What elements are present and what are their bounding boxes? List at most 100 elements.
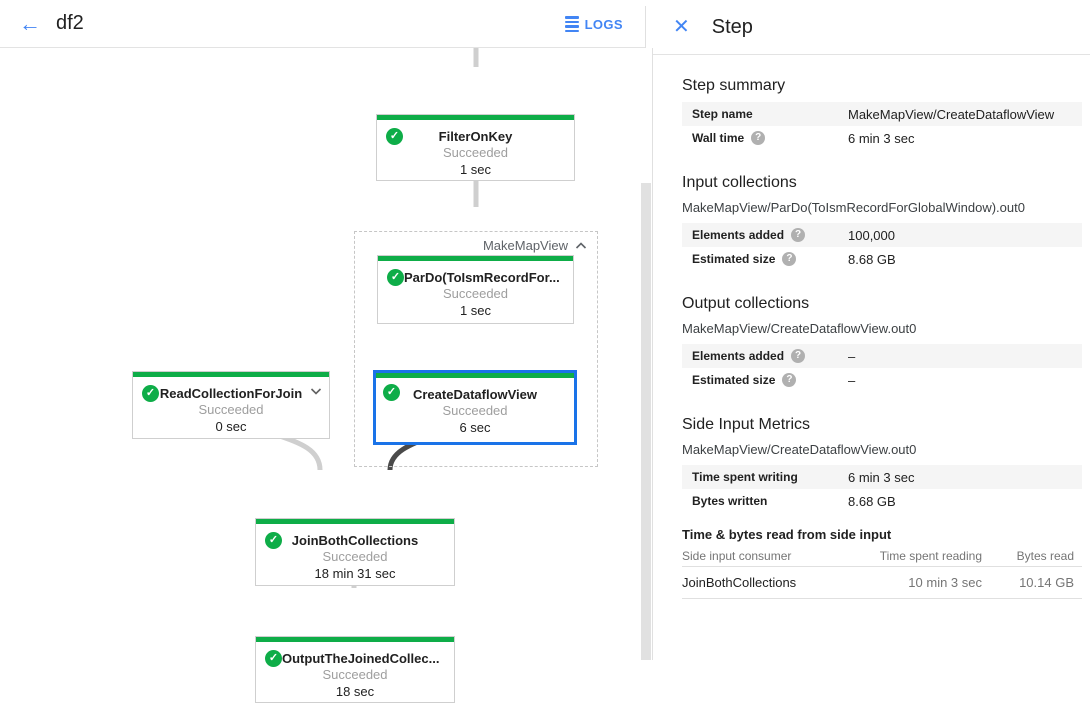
row-value: 8.68 GB bbox=[848, 493, 896, 509]
node-status: Succeeded bbox=[442, 403, 508, 418]
node-readcollectionforjoin[interactable]: ✓ ReadCollectionForJoin Succeeded 0 sec bbox=[132, 371, 330, 439]
node-status: Succeeded bbox=[322, 667, 388, 682]
node-title: JoinBothCollections bbox=[291, 533, 419, 548]
node-time: 6 sec bbox=[459, 420, 491, 435]
node-status-bar bbox=[256, 519, 454, 524]
back-arrow-icon[interactable]: ← bbox=[16, 10, 44, 38]
close-icon[interactable]: ✕ bbox=[673, 16, 690, 38]
node-status: Succeeded bbox=[322, 549, 388, 564]
job-header: ← df2 LOGS bbox=[0, 0, 645, 48]
output-collections-rows: Elements added? – Estimated size? – bbox=[682, 344, 1082, 392]
cell-side-input-consumer: JoinBothCollections bbox=[682, 575, 797, 590]
panel-divider bbox=[652, 48, 653, 660]
row-estimated-size: Estimated size? 8.68 GB bbox=[682, 247, 1082, 271]
col-header-time-spent-reading: Time spent reading bbox=[879, 548, 982, 563]
col-header-side-input-consumer: Side input consumer bbox=[682, 548, 792, 563]
row-value: MakeMapView/CreateDataflowView bbox=[848, 106, 1055, 122]
help-icon[interactable]: ? bbox=[782, 373, 797, 387]
row-label: Estimated size? bbox=[692, 373, 848, 387]
cell-time-spent-reading: 10 min 3 sec bbox=[908, 575, 982, 590]
side-input-table: Side input consumer Time spent reading B… bbox=[682, 545, 1082, 599]
col-header-bytes-read: Bytes read bbox=[1016, 548, 1074, 563]
table-header-row: Side input consumer Time spent reading B… bbox=[682, 545, 1082, 567]
header-divider bbox=[645, 6, 646, 48]
logs-button-label: LOGS bbox=[584, 16, 623, 32]
node-status: Succeeded bbox=[198, 402, 264, 417]
node-status-bar bbox=[133, 372, 329, 377]
row-wall-time: Wall time? 6 min 3 sec bbox=[682, 126, 1082, 150]
input-collection-name: MakeMapView/ParDo(ToIsmRecordForGlobalWi… bbox=[682, 200, 1025, 215]
help-icon[interactable]: ? bbox=[782, 252, 797, 266]
success-check-icon: ✓ bbox=[387, 269, 404, 286]
node-pardo-toismrecord[interactable]: ✓ ParDo(ToIsmRecordFor... Succeeded 1 se… bbox=[377, 255, 574, 324]
node-time: 18 min 31 sec bbox=[314, 566, 396, 581]
row-value: 100,000 bbox=[848, 227, 895, 243]
chevron-down-icon[interactable] bbox=[310, 387, 322, 396]
chevron-up-icon bbox=[575, 242, 587, 249]
node-time: 1 sec bbox=[459, 303, 492, 318]
node-outputthejoinedcollection[interactable]: ✓ OutputTheJoinedCollec... Succeeded 18 … bbox=[255, 636, 455, 703]
success-check-icon: ✓ bbox=[386, 128, 403, 145]
help-icon[interactable]: ? bbox=[791, 228, 806, 242]
row-label: Bytes written bbox=[692, 494, 768, 508]
row-elements-added: Elements added? 100,000 bbox=[682, 223, 1082, 247]
node-status-bar bbox=[376, 373, 574, 378]
help-icon[interactable]: ? bbox=[791, 349, 806, 363]
row-label: Step name bbox=[692, 107, 753, 121]
node-title: CreateDataflowView bbox=[412, 387, 538, 402]
section-heading-input-collections: Input collections bbox=[682, 174, 797, 191]
table-row-joinbothcollections: JoinBothCollections 10 min 3 sec 10.14 G… bbox=[682, 567, 1082, 599]
row-label: Elements added? bbox=[692, 349, 848, 363]
node-time: 0 sec bbox=[215, 419, 247, 434]
logs-button[interactable]: LOGS bbox=[564, 0, 623, 48]
node-status-bar bbox=[377, 115, 574, 120]
row-elements-added: Elements added? – bbox=[682, 344, 1082, 368]
job-title: df2 bbox=[56, 12, 84, 34]
step-details-panel: ✕ Step Step summary Step name MakeMapVie… bbox=[653, 0, 1090, 660]
graph-scrollbar-thumb[interactable] bbox=[641, 183, 651, 660]
job-graph-canvas[interactable]: MakeMapView ✓ FilterOnKey Succeeded 1 se… bbox=[0, 48, 652, 703]
row-bytes-written: Bytes written 8.68 GB bbox=[682, 489, 1082, 513]
row-value: 6 min 3 sec bbox=[848, 469, 915, 485]
help-icon[interactable]: ? bbox=[751, 131, 766, 145]
row-value: – bbox=[848, 348, 856, 364]
cell-bytes-read: 10.14 GB bbox=[1019, 575, 1074, 590]
node-filteronkey[interactable]: ✓ FilterOnKey Succeeded 1 sec bbox=[376, 114, 575, 181]
step-panel-body: Step summary Step name MakeMapView/Creat… bbox=[653, 77, 1090, 599]
node-title: ReadCollectionForJoin bbox=[159, 386, 303, 401]
node-createdataflowview[interactable]: ✓ CreateDataflowView Succeeded 6 sec bbox=[373, 370, 577, 445]
node-joinbothcollections[interactable]: ✓ JoinBothCollections Succeeded 18 min 3… bbox=[255, 518, 455, 586]
node-time: 1 sec bbox=[459, 162, 492, 177]
node-status-bar bbox=[378, 256, 573, 261]
section-heading-step-summary: Step summary bbox=[682, 77, 786, 94]
node-time: 18 sec bbox=[335, 684, 375, 699]
step-summary-rows: Step name MakeMapView/CreateDataflowView… bbox=[682, 102, 1082, 150]
side-input-metrics-rows: Time spent writing 6 min 3 sec Bytes wri… bbox=[682, 465, 1082, 513]
row-value: 6 min 3 sec bbox=[848, 130, 915, 146]
node-status: Succeeded bbox=[442, 286, 509, 301]
success-check-icon: ✓ bbox=[265, 532, 282, 549]
group-label: MakeMapView bbox=[482, 238, 568, 253]
step-panel-header: ✕ Step bbox=[653, 0, 1090, 55]
node-status: Succeeded bbox=[442, 145, 509, 160]
logs-list-icon bbox=[564, 16, 579, 32]
section-heading-output-collections: Output collections bbox=[682, 295, 810, 312]
group-makemapview-toggle[interactable]: MakeMapView bbox=[483, 238, 587, 253]
row-value: 8.68 GB bbox=[848, 251, 896, 267]
row-label: Wall time? bbox=[692, 131, 848, 145]
success-check-icon: ✓ bbox=[142, 385, 159, 402]
group-makemapview: MakeMapView bbox=[354, 231, 598, 467]
output-collection-name: MakeMapView/CreateDataflowView.out0 bbox=[682, 321, 917, 336]
row-label: Time spent writing bbox=[692, 470, 798, 484]
step-panel-title: Step bbox=[711, 15, 753, 38]
success-check-icon: ✓ bbox=[383, 384, 400, 401]
node-status-bar bbox=[256, 637, 454, 642]
row-step-name: Step name MakeMapView/CreateDataflowView bbox=[682, 102, 1082, 126]
row-label: Estimated size? bbox=[692, 252, 848, 266]
node-title: FilterOnKey bbox=[438, 129, 513, 144]
row-estimated-size: Estimated size? – bbox=[682, 368, 1082, 392]
node-title: OutputTheJoinedCollec... bbox=[282, 651, 440, 666]
input-collections-rows: Elements added? 100,000 Estimated size? … bbox=[682, 223, 1082, 271]
section-heading-side-input-metrics: Side Input Metrics bbox=[682, 416, 811, 433]
success-check-icon: ✓ bbox=[265, 650, 282, 667]
